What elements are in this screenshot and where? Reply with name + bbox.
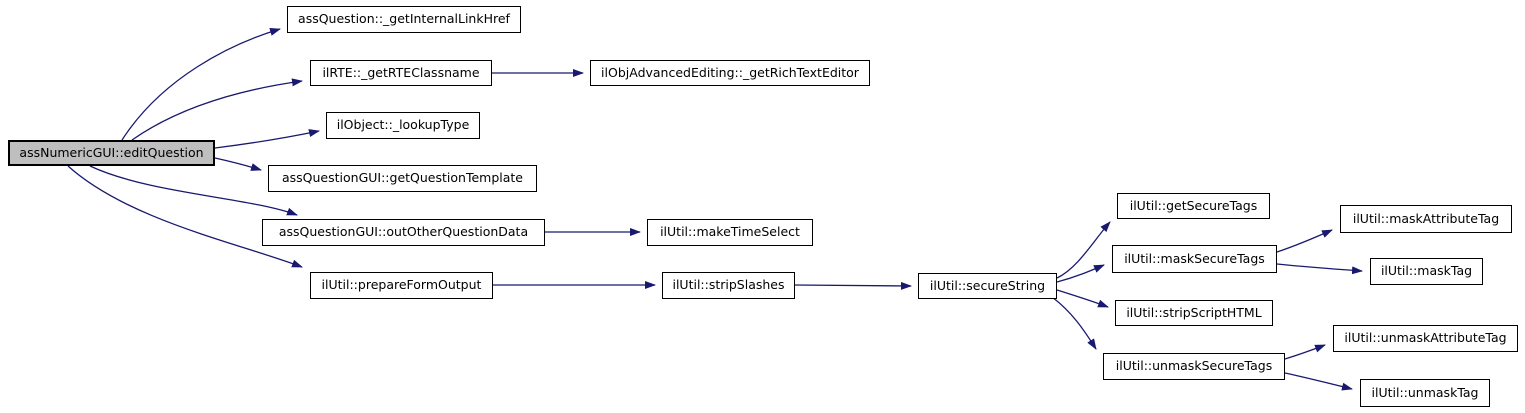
- edge-editquestion-prepareformoutput: [67, 165, 303, 268]
- node-assquestion-getinternallinkhref[interactable]: assQuestion::_getInternalLinkHref: [287, 6, 521, 33]
- node-ilutil-prepareformoutput[interactable]: ilUtil::prepareFormOutput: [310, 272, 493, 299]
- edge-editquestion-lookuptype: [214, 129, 320, 149]
- node-ilutil-unmaskattributetag[interactable]: ilUtil::unmaskAttributeTag: [1333, 325, 1518, 352]
- node-ilutil-masksecuretags[interactable]: ilUtil::maskSecureTags: [1112, 245, 1277, 273]
- node-assnumericgui-editquestion: assNumericGUI::editQuestion: [8, 140, 215, 166]
- edge-masksecuretags-maskattributetag: [1276, 229, 1333, 253]
- edge-editquestion-getrteclassname: [131, 78, 303, 141]
- node-assquestiongui-outotherquestiondata[interactable]: assQuestionGUI::outOtherQuestionData: [262, 219, 545, 246]
- node-ilutil-maskattributetag[interactable]: ilUtil::maskAttributeTag: [1340, 205, 1512, 233]
- node-ilutil-getsecuretags[interactable]: ilUtil::getSecureTags: [1117, 193, 1270, 219]
- node-ilutil-securestring[interactable]: ilUtil::secureString: [918, 273, 1057, 299]
- edge-securestring-unmasksecuretags: [1051, 296, 1097, 350]
- edge-masksecuretags-masktag: [1276, 263, 1363, 275]
- node-ilobject-lookuptype[interactable]: ilObject::_lookupType: [326, 112, 480, 139]
- edge-securestring-masksecuretags: [1056, 264, 1105, 283]
- edge-editquestion-getinternallinkhref: [121, 28, 281, 141]
- node-ilutil-stripslashes[interactable]: ilUtil::stripSlashes: [662, 272, 795, 299]
- node-ilutil-unmasktag[interactable]: ilUtil::unmaskTag: [1360, 379, 1490, 407]
- edge-editquestion-getquestiontemplate: [214, 157, 262, 171]
- edge-editquestion-outotherquestiondata: [89, 165, 298, 216]
- node-ilutil-unmasksecuretags[interactable]: ilUtil::unmaskSecureTags: [1103, 353, 1285, 380]
- edge-securestring-getsecuretags: [1056, 221, 1111, 279]
- node-ilobjadvancedediting-getrichtexteditor[interactable]: ilObjAdvancedEditing::_getRichTextEditor: [590, 60, 870, 86]
- edge-stripslashes-securestring: [794, 281, 912, 290]
- node-ilutil-stripscripthtml[interactable]: ilUtil::stripScriptHTML: [1115, 300, 1273, 326]
- node-ilutil-maketimeselect[interactable]: ilUtil::makeTimeSelect: [647, 219, 813, 246]
- edge-securestring-stripscripthtml: [1056, 289, 1109, 308]
- node-ilutil-masktag[interactable]: ilUtil::maskTag: [1370, 258, 1483, 285]
- edge-unmasksecuretags-unmaskattributetag: [1284, 344, 1326, 360]
- edge-unmasksecuretags-unmasktag: [1284, 372, 1353, 391]
- node-ilrte-getrteclassname[interactable]: ilRTE::_getRTEClassname: [310, 60, 492, 86]
- node-assquestiongui-getquestiontemplate[interactable]: assQuestionGUI::getQuestionTemplate: [268, 165, 537, 192]
